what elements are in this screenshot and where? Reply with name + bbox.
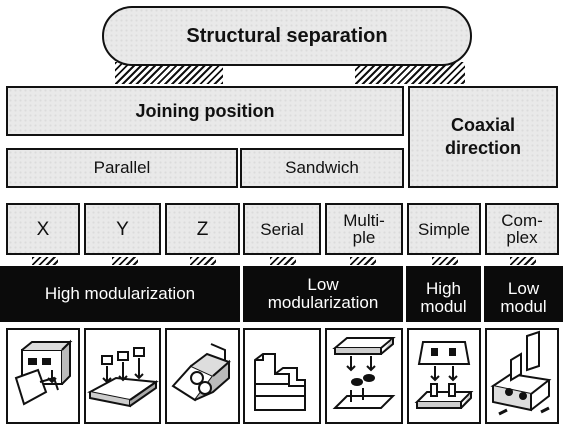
type-cell-serial: Serial (243, 203, 321, 255)
high-modul-bar: High modul (406, 266, 481, 322)
pins-on-plate-icon (84, 328, 161, 424)
sandwich-header: Sandwich (240, 148, 404, 188)
type-cell-multiple: Multi- ple (325, 203, 403, 255)
type-label-complex: Com- plex (501, 211, 543, 247)
type-label-z: Z (196, 218, 209, 240)
angled-block-icon (165, 328, 240, 424)
coaxial-direction-header: Coaxial direction (408, 86, 558, 188)
sandwich-press-icon (325, 328, 403, 424)
stacked-steps-icon (243, 328, 321, 424)
joining-position-label: Joining position (135, 100, 275, 121)
type-cell-y: Y (84, 203, 161, 255)
type-cell-complex: Com- plex (485, 203, 559, 255)
high-modul-label: High modul (420, 279, 467, 316)
low-modul-label: Low modul (500, 279, 547, 316)
low-modul-bar: Low modul (484, 266, 563, 322)
joining-position-header: Joining position (6, 86, 404, 136)
complex-coaxial-icon (485, 328, 559, 424)
type-label-serial: Serial (260, 219, 304, 239)
title-connector-left (115, 62, 223, 84)
type-cell-x: X (6, 203, 80, 255)
title-connector-right (355, 62, 465, 84)
connector-z (190, 257, 216, 265)
title-text: Structural separation (186, 24, 388, 47)
type-label-y: Y (116, 218, 129, 240)
structural-separation-title: Structural separation (102, 6, 472, 66)
connector-complex (510, 257, 536, 265)
coaxial-direction-label: Coaxial direction (444, 114, 521, 158)
connector-x (32, 257, 58, 265)
connector-multiple (350, 257, 376, 265)
connector-y (112, 257, 138, 265)
type-label-simple: Simple (418, 219, 470, 239)
type-label-x: X (36, 218, 50, 240)
connector-simple (432, 257, 458, 265)
low-modularization-bar: Low modularization (243, 266, 403, 322)
high-modularization-bar: High modularization (0, 266, 240, 322)
sandwich-label: Sandwich (285, 158, 359, 177)
type-cell-z: Z (165, 203, 240, 255)
parallel-label: Parallel (93, 158, 151, 177)
type-cell-simple: Simple (407, 203, 481, 255)
simple-coaxial-icon (407, 328, 481, 424)
low-modularization-label: Low modularization (267, 275, 379, 312)
connector-serial (270, 257, 296, 265)
type-label-multiple: Multi- ple (343, 211, 385, 247)
rod-bracket-icon (6, 328, 80, 424)
high-modularization-label: High modularization (44, 284, 196, 304)
parallel-header: Parallel (6, 148, 238, 188)
